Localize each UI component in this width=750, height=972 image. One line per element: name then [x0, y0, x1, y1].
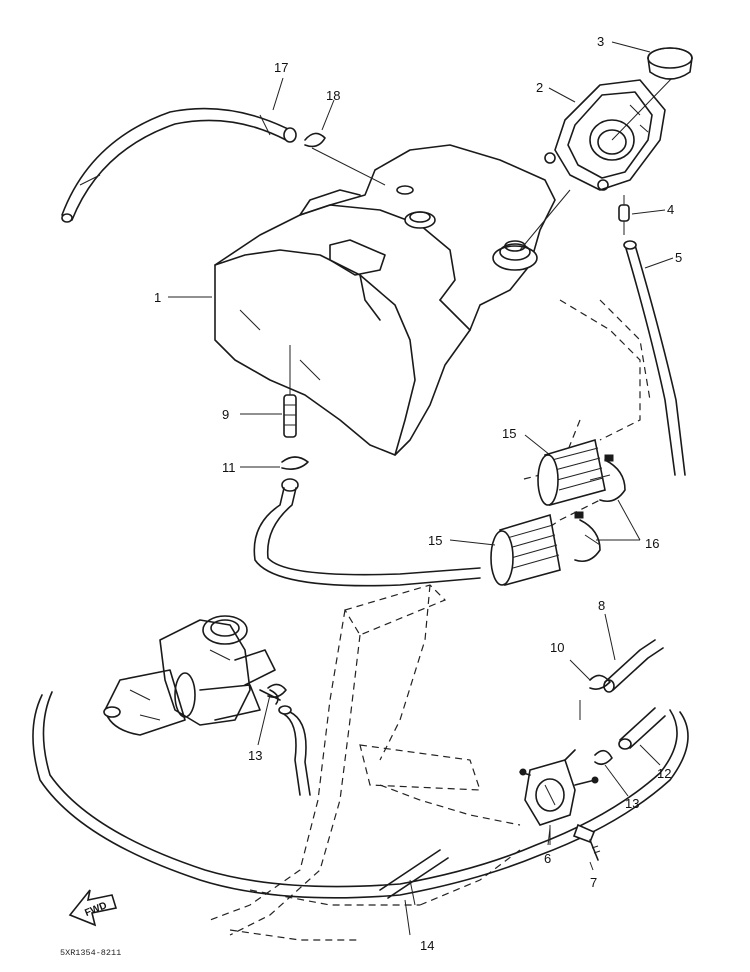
filler-neck-assembly — [519, 74, 676, 251]
callout-15-lower: 15 — [428, 533, 442, 548]
joint-fitting — [618, 195, 630, 235]
fuel-hose-upper — [253, 478, 481, 587]
vent-hose — [623, 240, 686, 476]
callout-14: 14 — [420, 938, 434, 953]
fwd-arrow-icon: FWD — [68, 889, 118, 927]
callout-17: 17 — [274, 60, 288, 75]
drawing-code: 5XR1354-8211 — [60, 948, 121, 958]
bolt — [572, 823, 601, 861]
strainer-tube — [283, 345, 297, 438]
hose-clip-mid — [579, 674, 611, 720]
fuel-pump — [519, 749, 599, 845]
callout-13-carb: 13 — [248, 748, 262, 763]
callout-3: 3 — [597, 34, 604, 49]
callout-8: 8 — [598, 598, 605, 613]
leader-lines — [168, 41, 674, 936]
air-boot-upper — [537, 438, 606, 507]
band-clamps — [574, 454, 626, 563]
hose-clip-left — [281, 456, 309, 470]
fuel-tank — [214, 144, 556, 456]
callout-9: 9 — [222, 407, 229, 422]
frame-outline — [209, 299, 651, 941]
hose-clip-top — [304, 132, 386, 186]
callout-12: 12 — [657, 766, 671, 781]
callout-labels: 1 2 3 4 5 6 7 8 9 10 11 12 13 13 14 15 1… — [154, 34, 682, 953]
callout-18: 18 — [326, 88, 340, 103]
callout-4: 4 — [667, 202, 674, 217]
callout-1: 1 — [154, 290, 161, 305]
vacuum-hose — [618, 707, 666, 750]
fuel-hose-short — [603, 639, 664, 693]
callout-10: 10 — [550, 640, 564, 655]
filler-cap — [647, 47, 693, 80]
callout-13-pump: 13 — [625, 796, 639, 811]
callout-15-upper: 15 — [502, 426, 516, 441]
callout-16: 16 — [645, 536, 659, 551]
callout-11: 11 — [222, 460, 236, 475]
callout-6: 6 — [544, 851, 551, 866]
fuel-hose-long — [32, 691, 689, 899]
air-boot-lower — [490, 513, 561, 587]
overflow-hose — [61, 107, 297, 223]
hose-clip-carb — [267, 683, 287, 698]
carburetor — [103, 615, 281, 736]
callout-5: 5 — [675, 250, 682, 265]
callout-2: 2 — [536, 80, 543, 95]
hose-clip-right — [594, 749, 613, 766]
fuel-hose-front — [379, 849, 449, 906]
callout-7: 7 — [590, 875, 597, 890]
